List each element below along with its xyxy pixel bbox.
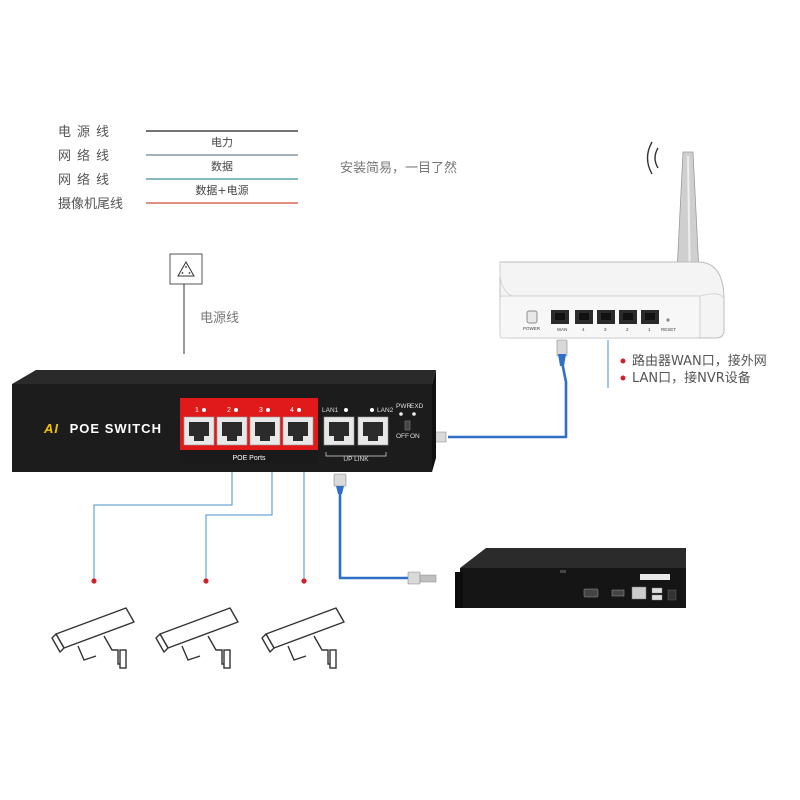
nvr-usb-port bbox=[651, 594, 663, 601]
pwr-led bbox=[399, 412, 403, 416]
camera-connection-dot bbox=[301, 578, 307, 584]
on-label: ON bbox=[410, 433, 420, 440]
port-led bbox=[202, 408, 206, 412]
legend-caption-power: 电力 bbox=[211, 136, 233, 149]
nvr-sticker bbox=[640, 574, 670, 580]
poe-port-4 bbox=[282, 416, 314, 446]
camera-connection-dot bbox=[91, 578, 97, 584]
poe-port-number: 4 bbox=[290, 407, 294, 414]
uplink-label: UP LINK bbox=[343, 456, 369, 463]
legend: 电源线 电力 网络线 数据 网络线 数据+电源 摄像机尾线 安装简易，一目了然 bbox=[58, 125, 457, 212]
router-port-label: 2 bbox=[626, 327, 629, 332]
lan1-port bbox=[323, 416, 355, 446]
port-led bbox=[297, 408, 301, 412]
router-port-label: 4 bbox=[582, 327, 585, 332]
router-lan-port bbox=[575, 310, 593, 324]
router-lan-port bbox=[641, 310, 659, 324]
uplink-cable-nvr bbox=[333, 473, 437, 585]
router-note-wan: 路由器WAN口，接外网 bbox=[632, 353, 767, 369]
router-power-label: POWER bbox=[523, 326, 541, 331]
legend-label-power-cable: 电源线 bbox=[58, 125, 115, 140]
nvr-vga-port bbox=[583, 588, 599, 598]
router-note-bullet bbox=[620, 358, 626, 364]
power-socket: 电源线 bbox=[169, 253, 239, 354]
uplink-cable-router bbox=[433, 339, 568, 443]
poe-port-1 bbox=[183, 416, 215, 446]
lan2-port bbox=[357, 416, 389, 446]
router-wan-port bbox=[551, 310, 569, 324]
router: POWER WAN 4 3 2 1 RESET bbox=[499, 141, 725, 339]
surveillance-camera-icon bbox=[51, 607, 135, 669]
port-led bbox=[370, 408, 374, 412]
poe-port-number: 1 bbox=[195, 407, 199, 414]
router-note-lan: LAN口，接NVR设备 bbox=[632, 370, 751, 386]
lan2-label: LAN2 bbox=[377, 407, 394, 414]
router-port-label: 3 bbox=[604, 327, 607, 332]
exd-led bbox=[412, 412, 416, 416]
router-reset-hole bbox=[666, 318, 670, 322]
legend-note: 安装简易，一目了然 bbox=[340, 160, 457, 176]
switch-top bbox=[12, 370, 436, 384]
router-lan-port bbox=[597, 310, 615, 324]
nvr-power-port bbox=[667, 589, 677, 601]
poe-port-2 bbox=[216, 416, 248, 446]
camera-cables bbox=[93, 472, 305, 580]
power-plug-icon bbox=[177, 260, 195, 277]
off-label: OFF bbox=[396, 433, 409, 440]
switch-brand-name: POE SWITCH bbox=[70, 421, 162, 436]
router-reset-label: RESET bbox=[661, 327, 676, 332]
nvr-lan-port bbox=[631, 586, 647, 600]
switch-brand: AI POE SWITCH bbox=[43, 421, 162, 436]
legend-caption-data: 数据 bbox=[211, 159, 233, 173]
router-wan-label: WAN bbox=[557, 327, 567, 332]
router-note-bullet bbox=[620, 375, 626, 381]
router-note: 路由器WAN口，接外网 LAN口，接NVR设备 bbox=[607, 340, 767, 388]
poe-port-3 bbox=[249, 416, 281, 446]
legend-label-camera-tail: 摄像机尾线 bbox=[58, 197, 123, 212]
port-led bbox=[234, 408, 238, 412]
exd-toggle-switch bbox=[404, 420, 411, 431]
rj45-plug-icon bbox=[556, 339, 568, 357]
nvr-recorder bbox=[455, 548, 686, 608]
switch-brand-ai: AI bbox=[43, 421, 59, 436]
pwr-label: PWR bbox=[396, 403, 411, 410]
power-cable-label: 电源线 bbox=[200, 311, 239, 326]
legend-label-network-cable: 网络线 bbox=[58, 148, 115, 164]
lan1-label: LAN1 bbox=[322, 407, 339, 414]
port-led bbox=[266, 408, 270, 412]
nvr-usb-port bbox=[651, 587, 663, 594]
camera-cable-2 bbox=[205, 472, 273, 580]
poe-switch: AI POE SWITCH POE Ports 1 2 3 4 bbox=[12, 370, 436, 472]
surveillance-camera-icon bbox=[261, 607, 345, 669]
legend-label-poe-cable: 网络线 bbox=[58, 172, 115, 188]
router-power-button bbox=[526, 310, 538, 324]
rj45-plug-icon bbox=[333, 473, 347, 487]
legend-caption-data-power: 数据+电源 bbox=[195, 183, 248, 197]
exd-label: EXD bbox=[410, 403, 424, 410]
router-lan-port bbox=[619, 310, 637, 324]
router-ports: WAN 4 3 2 1 bbox=[551, 310, 659, 332]
camera-connection-dot bbox=[203, 578, 209, 584]
wifi-signal-icon bbox=[646, 141, 659, 175]
poe-port-number: 2 bbox=[227, 407, 231, 414]
rj45-plug-icon bbox=[407, 571, 421, 585]
camera-cable-1 bbox=[93, 472, 233, 580]
nvr-hdmi-port bbox=[611, 589, 625, 597]
port-led bbox=[344, 408, 348, 412]
poe-port-number: 3 bbox=[259, 407, 263, 414]
poe-ports-label: POE Ports bbox=[232, 455, 266, 462]
surveillance-camera-icon bbox=[155, 607, 239, 669]
router-port-label: 1 bbox=[648, 327, 651, 332]
